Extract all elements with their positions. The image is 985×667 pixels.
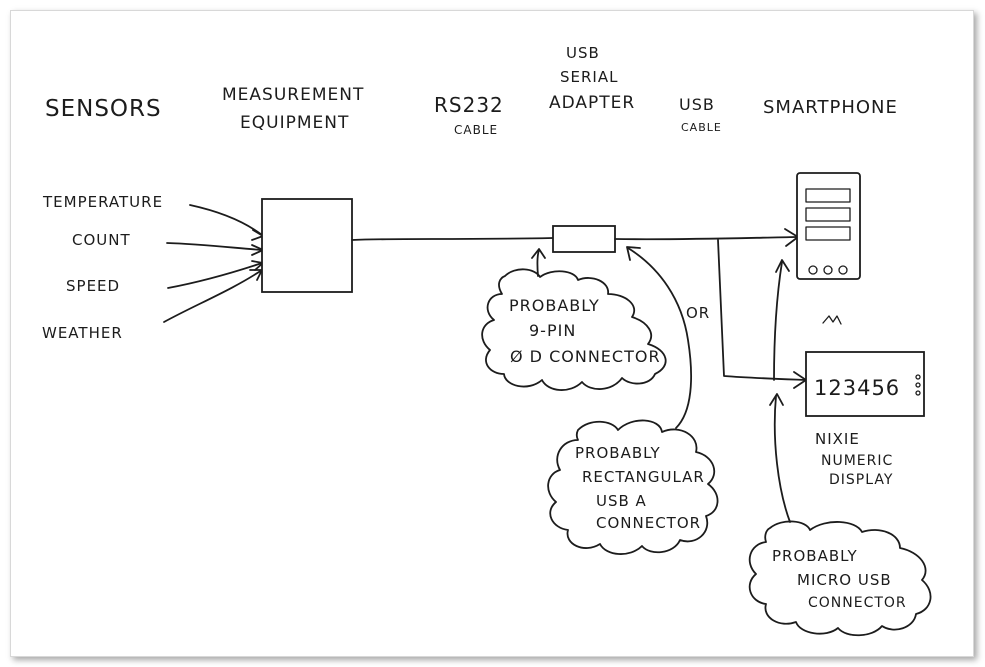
scribble-mark [822, 315, 842, 325]
nixie-display-icon: 123456 [805, 351, 925, 417]
cloud-usb-a-line4: CONNECTOR [596, 514, 701, 532]
header-usb-adapter-line1: USB [566, 44, 600, 62]
cloud-usb-a-line2: RECTANGULAR [582, 468, 705, 486]
cloud-usb-a-line1: PROBABLY [575, 444, 661, 462]
cloud-9pin-line3: Ø D CONNECTOR [510, 347, 661, 366]
column-headers: SENSORS MEASUREMENT EQUIPMENT RS232 CABL… [45, 44, 898, 137]
cloud-micro-usb-line2: MICRO USB [797, 571, 892, 589]
cloud-9pin-line2: 9-PIN [529, 321, 576, 340]
header-usb-cable-line1: USB [679, 95, 715, 114]
pointer-micro-usb-phone [773, 261, 783, 381]
sensor-speed: SPEED [66, 277, 120, 295]
display-label-line1: NIXIE [815, 430, 860, 448]
or-label: OR [686, 304, 710, 322]
pointer-usb-a [627, 247, 692, 429]
display-digits: 123456 [814, 376, 900, 400]
paper-sheet [10, 10, 974, 657]
measurement-equipment-box [261, 198, 353, 293]
cloud-usb-a-line3: USB A [596, 492, 647, 510]
cloud-usb-a [547, 419, 719, 555]
pointer-micro-usb-display [773, 395, 791, 523]
sensor-count: COUNT [72, 231, 131, 249]
header-measurement-line2: EQUIPMENT [240, 113, 349, 133]
header-usb-cable-line2: CABLE [681, 121, 722, 134]
display-label-line3: DISPLAY [829, 472, 893, 488]
header-smartphone: SMARTPHONE [763, 97, 898, 118]
arrow-speed [167, 262, 263, 289]
sensor-weather: WEATHER [42, 324, 123, 342]
smartphone-icon [796, 172, 861, 280]
cloud-micro-usb-line3: CONNECTOR [808, 595, 907, 611]
rs232-cable-line [351, 237, 554, 241]
cloud-9pin [481, 268, 667, 391]
sensor-temperature: TEMPERATURE [42, 193, 163, 211]
usb-serial-adapter-box [552, 225, 616, 253]
arrow-weather [163, 269, 263, 323]
header-usb-adapter-line2: SERIAL [560, 68, 618, 86]
header-measurement-line1: MEASUREMENT [222, 85, 364, 105]
arrow-temperature [189, 204, 263, 236]
header-sensors: SENSORS [45, 96, 162, 122]
cloud-9pin-line1: PROBABLY [509, 296, 600, 315]
display-label-line2: NUMERIC [821, 453, 893, 469]
usb-cable-branch-line [717, 239, 807, 381]
arrow-count [166, 242, 263, 251]
header-usb-adapter-line3: ADAPTER [549, 93, 635, 113]
header-rs232-line2: CABLE [454, 123, 498, 137]
sensor-labels: TEMPERATURE COUNT SPEED WEATHER [42, 193, 163, 342]
usb-cable-line [614, 236, 798, 241]
cloud-micro-usb [748, 520, 932, 637]
header-rs232-line1: RS232 [434, 93, 504, 117]
cloud-micro-usb-line1: PROBABLY [772, 547, 858, 565]
pointer-9pin [536, 249, 540, 277]
sensor-arrows [163, 204, 264, 323]
